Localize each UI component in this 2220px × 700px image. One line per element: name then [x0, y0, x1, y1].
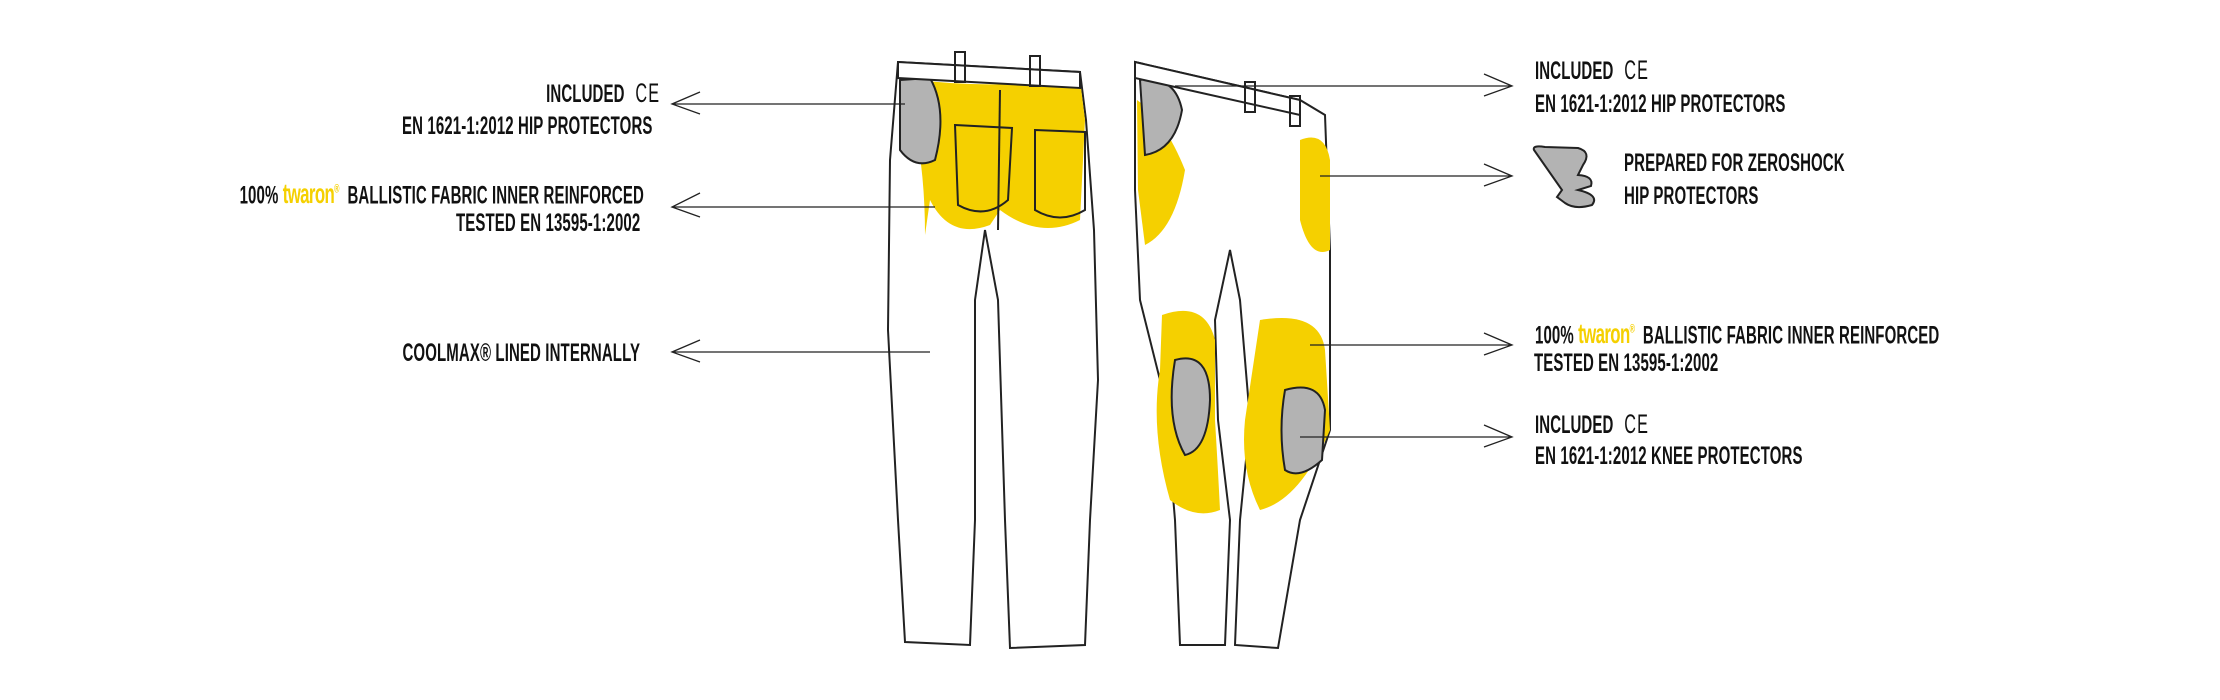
- twaron-logo: twaron®: [282, 178, 340, 210]
- text: BALLISTIC FABRIC INNER REINFORCED: [1642, 321, 1940, 350]
- text: twaron: [282, 178, 335, 210]
- right-hip-standard: EN 1621-1:2012 HIP PROTECTORS: [1535, 90, 1786, 118]
- text: ®: [1629, 322, 1635, 336]
- ce-mark-icon: CE: [1624, 55, 1650, 85]
- text: 100%: [239, 181, 279, 210]
- zeroshock-line2: HIP PROTECTORS: [1624, 182, 1759, 210]
- pants-side-view: [1134, 60, 1331, 650]
- text: INCLUDED: [1535, 57, 1614, 85]
- text: BALLISTIC FABRIC INNER REINFORCED: [347, 181, 644, 210]
- zeroshock-line1: PREPARED FOR ZEROSHOCK: [1624, 149, 1845, 177]
- text: twaron: [1578, 318, 1630, 350]
- ce-mark-icon: CE: [635, 78, 660, 108]
- right-twaron-standard: TESTED EN 13595-1:2002: [1534, 349, 1719, 377]
- left-hip-included: INCLUDED CE: [546, 78, 660, 109]
- text: INCLUDED: [545, 80, 625, 108]
- ce-mark-icon: CE: [1624, 409, 1650, 439]
- callout-arrows-right: [1175, 73, 1514, 448]
- zeroshock-protector-icon: [1532, 145, 1596, 209]
- pants-back-view: [886, 51, 1100, 650]
- text: INCLUDED: [1535, 411, 1614, 439]
- coolmax-lining: COOLMAX® LINED INTERNALLY: [402, 339, 640, 367]
- knee-included: INCLUDED CE: [1535, 409, 1649, 440]
- knee-standard: EN 1621-1:2012 KNEE PROTECTORS: [1535, 442, 1803, 470]
- left-twaron-line: 100% twaron® BALLISTIC FABRIC INNER REIN…: [240, 174, 644, 210]
- right-twaron-line: 100% twaron® BALLISTIC FABRIC INNER REIN…: [1535, 314, 1939, 350]
- right-hip-included: INCLUDED CE: [1535, 55, 1649, 86]
- left-twaron-standard: TESTED EN 13595-1:2002: [455, 209, 640, 237]
- twaron-logo: twaron®: [1578, 318, 1635, 350]
- text: ®: [334, 182, 339, 196]
- left-hip-standard: EN 1621-1:2012 HIP PROTECTORS: [402, 112, 653, 140]
- callout-arrows-left: [670, 91, 935, 363]
- text: 100%: [1535, 321, 1574, 350]
